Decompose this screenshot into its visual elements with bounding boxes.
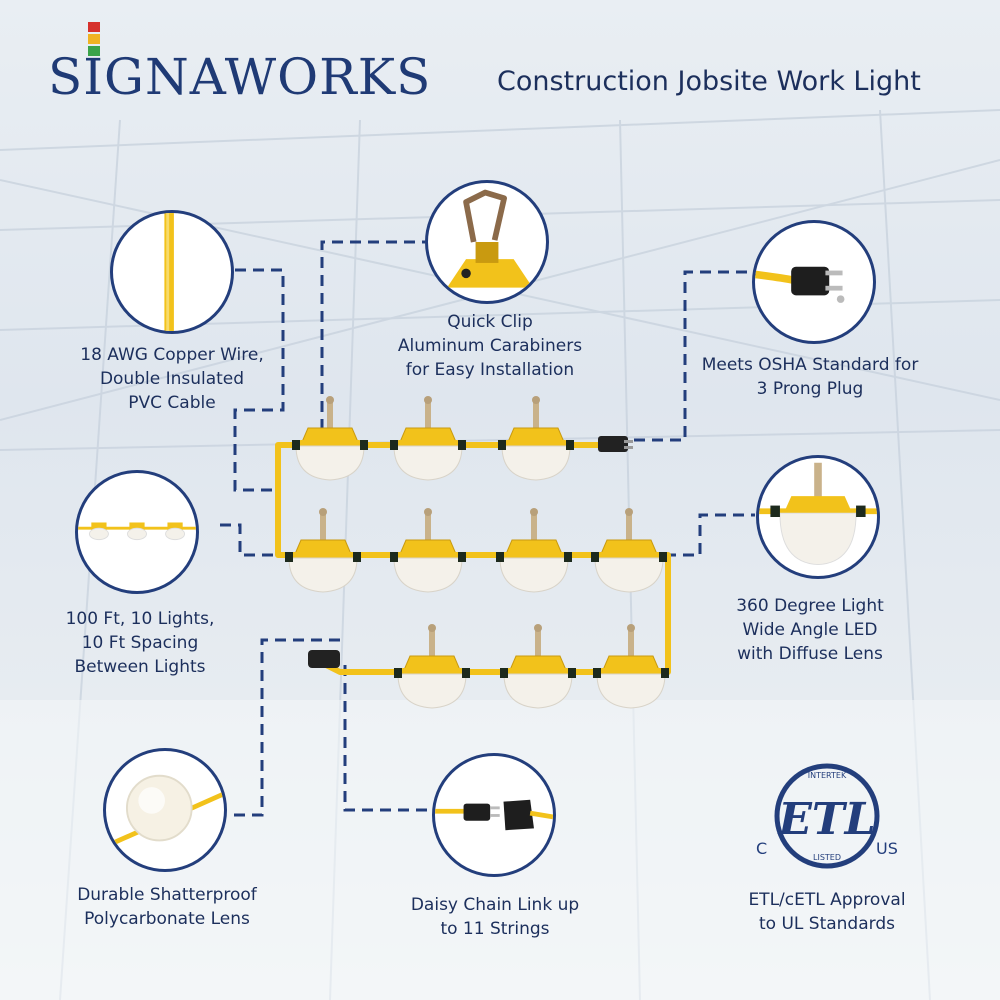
- brand-logo: SIGNAWORKS: [48, 22, 448, 108]
- connector-lines: [220, 240, 755, 817]
- feature-lens-caption: Durable Shatterproof Polycarbonate Lens: [77, 885, 257, 929]
- feature-wire-caption: 18 AWG Copper Wire, Double Insulated PVC…: [80, 345, 264, 413]
- carabiner-icon: [425, 180, 549, 304]
- polycarbonate-lens-icon: [103, 748, 227, 872]
- yellow-cable-icon: [110, 210, 234, 334]
- feature-daisy-caption: Daisy Chain Link up to 11 Strings: [410, 895, 580, 939]
- feature-carabiner-caption: Quick Clip Aluminum Carabiners for Easy …: [397, 312, 583, 380]
- traffic-light-icon: [88, 22, 100, 58]
- feature-etl-caption: ETL/cETL Approval to UL Standards: [748, 890, 906, 934]
- feature-plug-caption: Meets OSHA Standard for 3 Prong Plug: [701, 355, 919, 399]
- page-title: Construction Jobsite Work Light: [497, 66, 921, 97]
- feature-lens360-caption: 360 Degree Light Wide Angle LED with Dif…: [736, 596, 884, 664]
- brand-name: SIGNAWORKS: [48, 48, 432, 106]
- etl-center-text: ETL: [776, 794, 875, 845]
- etl-left-text: C: [756, 839, 767, 858]
- led-bulb-icon: [756, 455, 880, 579]
- etl-right-text: US: [876, 839, 898, 858]
- light-string-icon: [75, 470, 199, 594]
- feature-spacing-caption: 100 Ft, 10 Lights, 10 Ft Spacing Between…: [65, 609, 215, 677]
- etl-top-text: INTERTEK: [808, 771, 847, 780]
- connector-plugs-icon: [432, 753, 556, 877]
- three-prong-plug-icon: [752, 220, 876, 344]
- etl-bottom-text: LISTED: [813, 853, 841, 862]
- etl-certification-icon: INTERTEK ETL LISTED C US: [752, 756, 902, 881]
- string-end-plugs: [308, 436, 633, 668]
